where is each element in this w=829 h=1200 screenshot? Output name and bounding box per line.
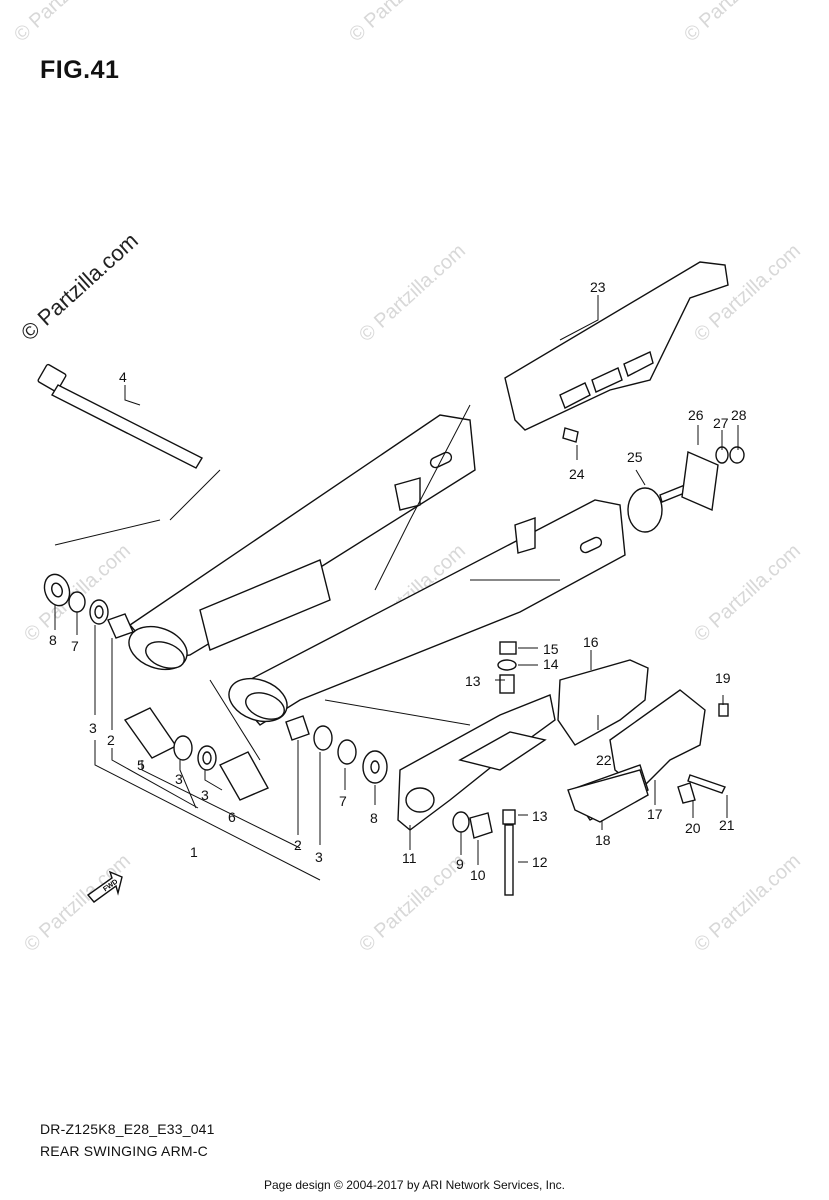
- callout-17[interactable]: 17: [647, 806, 663, 822]
- callout-9[interactable]: 9: [456, 856, 464, 872]
- callout-15[interactable]: 15: [543, 641, 559, 657]
- callout-18[interactable]: 18: [595, 832, 611, 848]
- pivot-sleeve[interactable]: [219, 751, 269, 801]
- washer-9[interactable]: [452, 811, 470, 833]
- chain-guard[interactable]: [504, 261, 729, 431]
- pivot-seal-right[interactable]: [362, 750, 388, 784]
- bearing-b[interactable]: [197, 745, 217, 771]
- nut-15[interactable]: [499, 641, 517, 655]
- collar-right[interactable]: [285, 715, 310, 741]
- washer-left[interactable]: [68, 591, 86, 613]
- figure-label: FIG.41: [40, 56, 120, 84]
- callout-5[interactable]: 5: [137, 757, 145, 773]
- callout-21[interactable]: 21: [719, 817, 735, 833]
- callout-3-d[interactable]: 3: [315, 849, 323, 865]
- diagram-name: REAR SWINGING ARM-C: [40, 1143, 208, 1159]
- callout-12[interactable]: 12: [532, 854, 548, 870]
- callout-13-upper[interactable]: 13: [465, 673, 481, 689]
- pivot-bolt[interactable]: [37, 363, 203, 469]
- callout-23[interactable]: 23: [590, 279, 606, 295]
- washer-14[interactable]: [497, 659, 517, 671]
- bolt-24[interactable]: [562, 427, 579, 443]
- bolt-21[interactable]: [687, 774, 726, 794]
- model-code: DR-Z125K8_E28_E33_041: [40, 1121, 215, 1137]
- callout-8-left[interactable]: 8: [49, 632, 57, 648]
- chain-case[interactable]: [397, 694, 556, 831]
- callout-2-left[interactable]: 2: [107, 732, 115, 748]
- adjuster-plate-25[interactable]: [627, 487, 663, 533]
- callout-25[interactable]: 25: [627, 449, 643, 465]
- fwd-arrow-icon: FWD: [86, 870, 123, 903]
- callout-3-b[interactable]: 3: [175, 771, 183, 787]
- callout-28[interactable]: 28: [731, 407, 747, 423]
- bearing-a[interactable]: [173, 735, 193, 761]
- leader-lines: [54, 295, 739, 881]
- callout-24[interactable]: 24: [569, 466, 585, 482]
- callout-13-lower[interactable]: 13: [532, 808, 548, 824]
- callout-1[interactable]: 1: [190, 844, 198, 860]
- washer-right[interactable]: [337, 739, 357, 765]
- callout-7-right[interactable]: 7: [339, 793, 347, 809]
- callout-14[interactable]: 14: [543, 656, 559, 672]
- dust-seal-right[interactable]: [313, 725, 333, 751]
- collar-left[interactable]: [107, 613, 134, 639]
- bearing-spacer[interactable]: [123, 707, 178, 759]
- collar-13-upper[interactable]: [499, 674, 515, 694]
- nut-10[interactable]: [469, 812, 493, 839]
- callout-10[interactable]: 10: [470, 867, 486, 883]
- dust-seal-left[interactable]: [89, 599, 109, 625]
- callout-4[interactable]: 4: [119, 369, 127, 385]
- bolt-12[interactable]: [504, 824, 514, 896]
- cap-26[interactable]: [681, 450, 719, 512]
- callout-2-right[interactable]: 2: [294, 837, 302, 853]
- callout-27[interactable]: 27: [713, 415, 729, 431]
- pivot-seal-left[interactable]: [40, 571, 73, 609]
- bolt-20[interactable]: [677, 782, 696, 804]
- callout-19[interactable]: 19: [715, 670, 731, 686]
- collar-13-lower[interactable]: [502, 809, 516, 825]
- bolt-19[interactable]: [718, 703, 729, 717]
- page-design-credit: Page design © 2004-2017 by ARI Network S…: [263, 1178, 565, 1192]
- callout-6[interactable]: 6: [228, 809, 236, 825]
- swingarm-body[interactable]: [123, 414, 626, 729]
- callout-16[interactable]: 16: [583, 634, 599, 650]
- callout-26[interactable]: 26: [688, 407, 704, 423]
- slider-18[interactable]: [567, 769, 649, 823]
- callout-11[interactable]: 11: [402, 850, 417, 866]
- callout-3-a[interactable]: 3: [89, 720, 97, 736]
- callout-8-right[interactable]: 8: [370, 810, 378, 826]
- callout-7-left[interactable]: 7: [71, 638, 79, 654]
- nut-28[interactable]: [729, 446, 745, 464]
- callout-22[interactable]: 22: [596, 752, 612, 768]
- callout-3-c[interactable]: 3: [201, 787, 209, 803]
- callout-20[interactable]: 20: [685, 820, 701, 836]
